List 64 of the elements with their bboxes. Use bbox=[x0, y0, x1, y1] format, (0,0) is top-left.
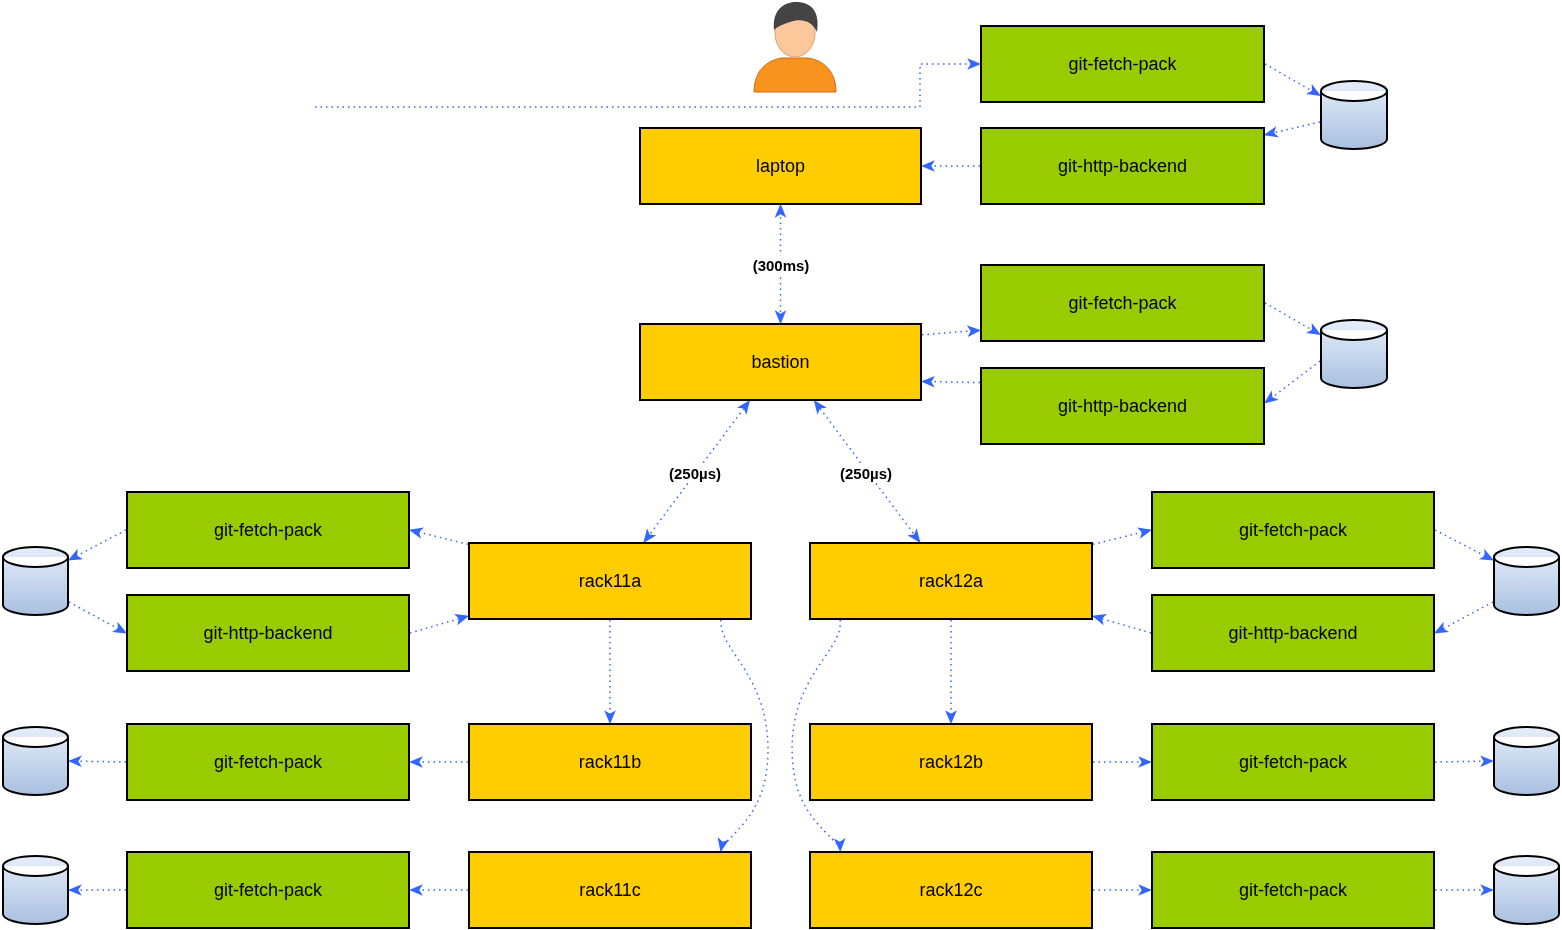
process-box bbox=[126, 723, 410, 801]
node-label: rack12a bbox=[918, 570, 983, 592]
process-box bbox=[1151, 491, 1435, 569]
node-label: git-fetch-pack bbox=[1238, 879, 1347, 901]
dotted-arrow bbox=[314, 58, 982, 108]
dotted-arrow bbox=[1264, 360, 1321, 404]
process-box bbox=[126, 594, 410, 672]
cylinder-shape bbox=[1493, 546, 1560, 616]
dotted-arrow bbox=[945, 619, 957, 725]
cylinder-shape bbox=[2, 726, 69, 796]
edge-label: (250µs) bbox=[667, 463, 723, 483]
node-label: rack11b bbox=[578, 751, 642, 773]
node-label: git-fetch-pack bbox=[213, 879, 322, 901]
process-box bbox=[126, 851, 410, 929]
node-label: git-http-backend bbox=[203, 622, 333, 644]
node-label: rack12c bbox=[919, 879, 983, 901]
dotted-arrow bbox=[774, 203, 787, 325]
dotted-arrow bbox=[643, 400, 751, 543]
process-box bbox=[980, 127, 1265, 205]
node-label: git-http-backend bbox=[1057, 395, 1188, 417]
node-label: rack11a bbox=[578, 570, 642, 592]
node-label: git-fetch-pack bbox=[1238, 751, 1347, 773]
node-label: git-http-backend bbox=[1057, 155, 1188, 177]
host-box bbox=[468, 851, 752, 929]
process-box bbox=[980, 367, 1265, 445]
process-box bbox=[980, 264, 1265, 342]
cylinder-shape bbox=[1493, 855, 1560, 925]
process-box bbox=[1151, 851, 1435, 929]
node-label: git-fetch-pack bbox=[213, 751, 322, 773]
process-box bbox=[1151, 594, 1435, 672]
dotted-arrow bbox=[67, 755, 127, 768]
process-box bbox=[980, 25, 1265, 103]
cylinder-shape bbox=[2, 546, 69, 616]
host-box bbox=[639, 323, 922, 401]
dotted-arrow bbox=[67, 884, 127, 896]
host-box bbox=[809, 542, 1093, 620]
host-box bbox=[468, 542, 752, 620]
cylinder-shape bbox=[1320, 319, 1388, 389]
dotted-arrow bbox=[791, 619, 846, 853]
edge-label: (250µs) bbox=[838, 463, 894, 483]
dotted-arrow bbox=[604, 619, 616, 725]
process-box bbox=[126, 491, 410, 569]
node-label: laptop bbox=[755, 155, 805, 177]
node-label: bastion bbox=[751, 351, 810, 373]
dotted-arrow bbox=[717, 619, 769, 853]
node-label: rack11c bbox=[579, 879, 641, 901]
cylinder-shape bbox=[2, 855, 69, 925]
dotted-arrow bbox=[813, 400, 921, 543]
node-label: git-fetch-pack bbox=[1068, 292, 1177, 314]
node-label: git-http-backend bbox=[1228, 622, 1358, 644]
host-box bbox=[468, 723, 752, 801]
dotted-arrow bbox=[68, 601, 127, 634]
process-box bbox=[1151, 723, 1435, 801]
host-box bbox=[809, 851, 1093, 929]
dotted-arrow bbox=[67, 529, 127, 561]
edge-label: (300ms) bbox=[750, 255, 812, 275]
host-box bbox=[809, 723, 1093, 801]
node-label: git-fetch-pack bbox=[1238, 519, 1347, 541]
cylinder-shape bbox=[1493, 726, 1560, 796]
node-label: git-fetch-pack bbox=[1068, 53, 1177, 75]
node-label: rack12b bbox=[918, 751, 983, 773]
host-box bbox=[639, 127, 922, 205]
cylinder-shape bbox=[1320, 80, 1388, 150]
node-label: git-fetch-pack bbox=[213, 519, 322, 541]
